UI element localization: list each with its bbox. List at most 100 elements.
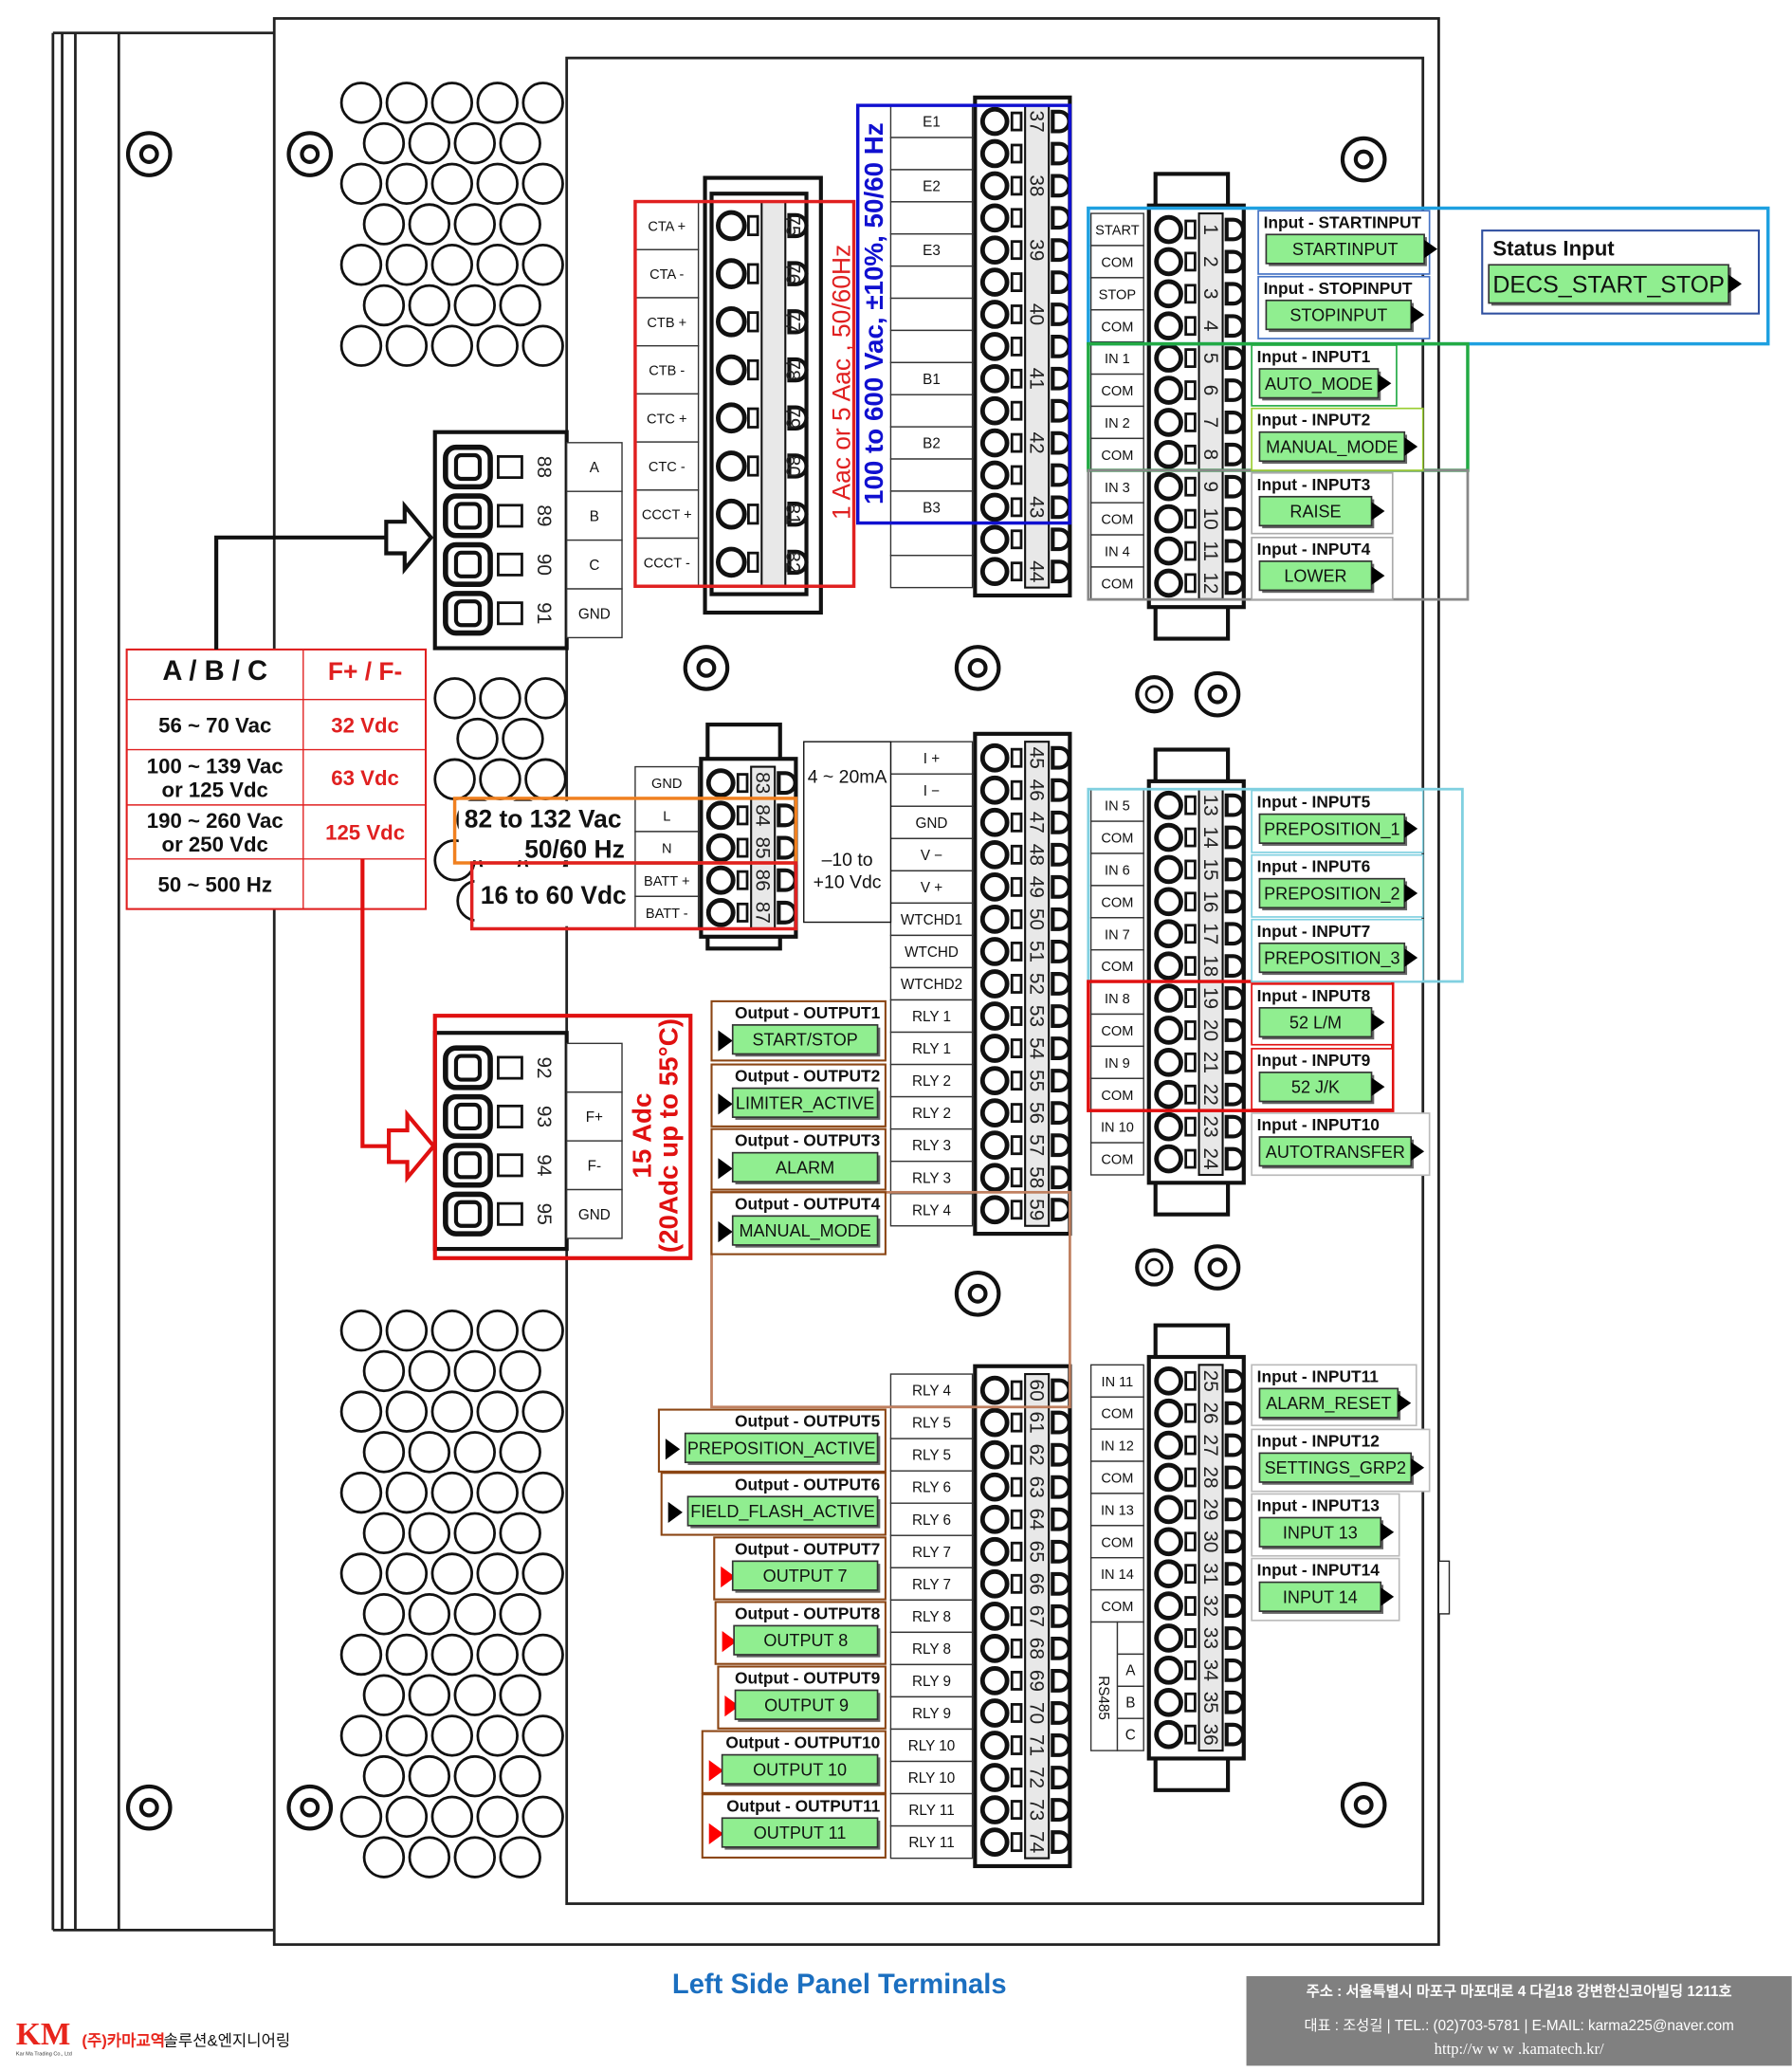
logic-element-button[interactable] — [731, 1024, 879, 1055]
screw-terminal-icon[interactable] — [979, 460, 1010, 490]
screw-terminal-icon[interactable] — [979, 937, 1010, 966]
screw-terminal-icon[interactable] — [979, 1568, 1010, 1599]
logic-element-button[interactable] — [721, 1817, 879, 1848]
screw-terminal-icon[interactable] — [979, 1601, 1010, 1631]
screw-terminal-icon[interactable] — [1154, 1623, 1183, 1653]
screw-terminal-icon[interactable] — [1154, 1048, 1183, 1077]
screw-terminal-icon[interactable] — [1154, 822, 1183, 852]
screw-terminal-icon[interactable] — [1154, 343, 1183, 373]
screw-terminal-icon[interactable] — [979, 1195, 1010, 1225]
screw-terminal-icon[interactable] — [1154, 1687, 1183, 1717]
logic-element-button[interactable] — [734, 1689, 879, 1720]
logic-element-button[interactable] — [1265, 299, 1413, 331]
screw-terminal-icon[interactable] — [979, 138, 1010, 169]
screw-terminal-icon[interactable] — [716, 498, 747, 530]
screw-terminal-icon[interactable] — [979, 1827, 1010, 1857]
logic-element-button[interactable] — [1258, 1136, 1413, 1167]
screw-terminal-icon[interactable] — [979, 1698, 1010, 1728]
screw-terminal-icon[interactable] — [716, 354, 747, 386]
logic-element-button[interactable] — [731, 1151, 879, 1183]
screw-terminal-icon[interactable] — [1154, 983, 1183, 1013]
screw-terminal-icon[interactable] — [716, 210, 747, 242]
logic-element-button[interactable] — [721, 1753, 879, 1785]
screw-terminal-icon[interactable] — [979, 775, 1010, 805]
screw-terminal-icon[interactable] — [1154, 1365, 1183, 1396]
logic-element-button[interactable] — [731, 1087, 879, 1118]
logic-element-button[interactable] — [1258, 877, 1406, 909]
screw-terminal-icon[interactable] — [716, 402, 747, 434]
screw-terminal-icon[interactable] — [979, 524, 1010, 555]
screw-terminal-icon[interactable] — [979, 1439, 1010, 1470]
screw-terminal-icon[interactable] — [705, 897, 736, 927]
screw-terminal-icon[interactable] — [979, 267, 1010, 297]
logic-element-button[interactable] — [1258, 368, 1380, 399]
screw-terminal-icon[interactable] — [979, 1407, 1010, 1438]
screw-terminal-icon[interactable] — [716, 258, 747, 289]
screw-terminal-icon[interactable] — [705, 833, 736, 863]
logic-element-button[interactable] — [731, 1560, 879, 1591]
screw-terminal-icon[interactable] — [979, 235, 1010, 266]
screw-terminal-icon[interactable] — [1154, 471, 1183, 502]
screw-terminal-icon[interactable] — [1154, 568, 1183, 598]
screw-terminal-icon[interactable] — [979, 871, 1010, 902]
screw-terminal-icon[interactable] — [979, 171, 1010, 201]
screw-terminal-icon[interactable] — [979, 492, 1010, 522]
screw-terminal-icon[interactable] — [1154, 279, 1183, 309]
screw-terminal-icon[interactable] — [1154, 1462, 1183, 1493]
logic-element-button[interactable] — [1258, 1006, 1373, 1038]
screw-terminal-icon[interactable] — [1154, 1494, 1183, 1525]
screw-terminal-icon[interactable] — [1154, 504, 1183, 534]
screw-terminal-icon[interactable] — [979, 1731, 1010, 1760]
screw-terminal-icon[interactable] — [1154, 408, 1183, 437]
logic-element-button[interactable] — [1258, 1387, 1399, 1419]
screw-terminal-icon[interactable] — [979, 969, 1010, 999]
screw-terminal-icon[interactable] — [1154, 1111, 1183, 1142]
logic-element-button[interactable] — [684, 1432, 879, 1463]
logic-element-button[interactable] — [1258, 1581, 1382, 1612]
screw-terminal-icon[interactable] — [979, 332, 1010, 361]
screw-terminal-icon[interactable] — [979, 300, 1010, 329]
screw-terminal-icon[interactable] — [979, 1130, 1010, 1161]
screw-terminal-icon[interactable] — [716, 306, 747, 338]
screw-terminal-icon[interactable] — [1154, 919, 1183, 949]
screw-terminal-icon[interactable] — [1154, 1398, 1183, 1428]
screw-terminal-icon[interactable] — [979, 1001, 1010, 1031]
screw-terminal-icon[interactable] — [979, 807, 1010, 837]
screw-terminal-icon[interactable] — [979, 395, 1010, 426]
screw-terminal-icon[interactable] — [1154, 951, 1183, 981]
screw-terminal-icon[interactable] — [1154, 854, 1183, 885]
screw-terminal-icon[interactable] — [979, 106, 1010, 137]
screw-terminal-icon[interactable] — [979, 1634, 1010, 1663]
screw-terminal-icon[interactable] — [1154, 887, 1183, 917]
screw-terminal-icon[interactable] — [979, 428, 1010, 458]
screw-terminal-icon[interactable] — [1154, 439, 1183, 469]
screw-terminal-icon[interactable] — [1154, 1656, 1183, 1685]
logic-element-button[interactable] — [1258, 1452, 1413, 1483]
screw-terminal-icon[interactable] — [1154, 247, 1183, 277]
screw-terminal-icon[interactable] — [1154, 1591, 1183, 1621]
screw-terminal-icon[interactable] — [1154, 1719, 1183, 1750]
screw-terminal-icon[interactable] — [979, 839, 1010, 870]
screw-terminal-icon[interactable] — [705, 800, 736, 831]
screw-terminal-icon[interactable] — [1154, 214, 1183, 245]
screw-terminal-icon[interactable] — [979, 1066, 1010, 1095]
screw-terminal-icon[interactable] — [1154, 1527, 1183, 1557]
screw-terminal-icon[interactable] — [979, 905, 1010, 934]
screw-terminal-icon[interactable] — [979, 363, 1010, 394]
screw-terminal-icon[interactable] — [1154, 790, 1183, 820]
logic-element-button[interactable] — [731, 1215, 879, 1246]
logic-element-button[interactable] — [1258, 1516, 1382, 1548]
logic-element-button[interactable] — [1258, 1072, 1373, 1103]
screw-terminal-icon[interactable] — [979, 1163, 1010, 1193]
screw-terminal-icon[interactable] — [979, 742, 1010, 773]
screw-terminal-icon[interactable] — [705, 768, 736, 798]
screw-terminal-icon[interactable] — [979, 1763, 1010, 1792]
screw-terminal-icon[interactable] — [1154, 376, 1183, 405]
screw-terminal-icon[interactable] — [716, 450, 747, 482]
screw-terminal-icon[interactable] — [979, 1666, 1010, 1695]
logic-element-button[interactable] — [733, 1624, 879, 1656]
logic-element-button[interactable] — [1258, 813, 1406, 844]
screw-terminal-icon[interactable] — [716, 546, 747, 578]
screw-terminal-icon[interactable] — [1154, 1144, 1183, 1174]
screw-terminal-icon[interactable] — [979, 1375, 1010, 1405]
